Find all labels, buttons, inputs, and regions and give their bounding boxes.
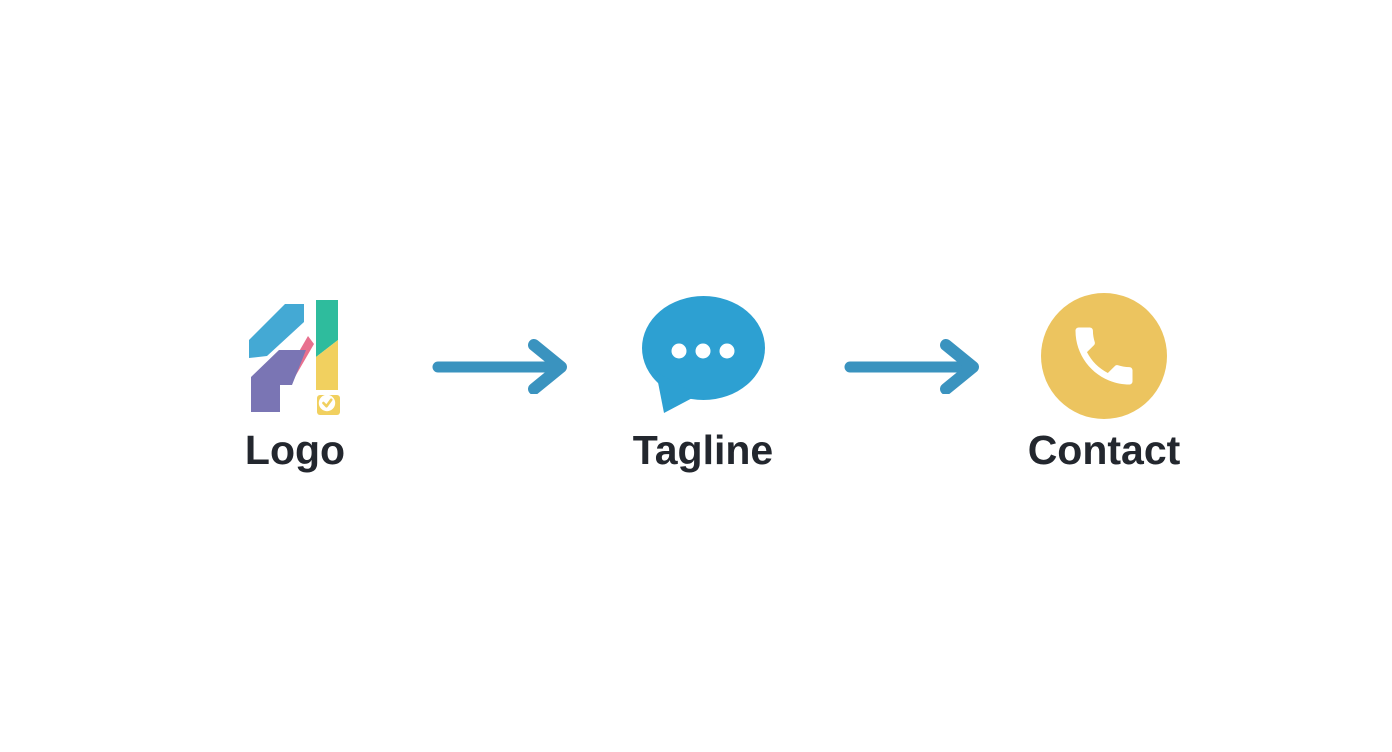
step-tagline-node [640,296,768,414]
step-logo-label: Logo [244,427,346,473]
step-contact-node [1041,293,1167,419]
step-contact-label: Contact [1027,427,1181,473]
brand-logo-icon [249,300,340,415]
phone-icon [1075,327,1133,385]
arrow-right-icon [432,338,568,394]
speech-bubble-icon [642,296,765,413]
step-tagline-label: Tagline [632,427,774,473]
step-logo-node [246,300,342,415]
arrow-right-icon [844,338,980,394]
